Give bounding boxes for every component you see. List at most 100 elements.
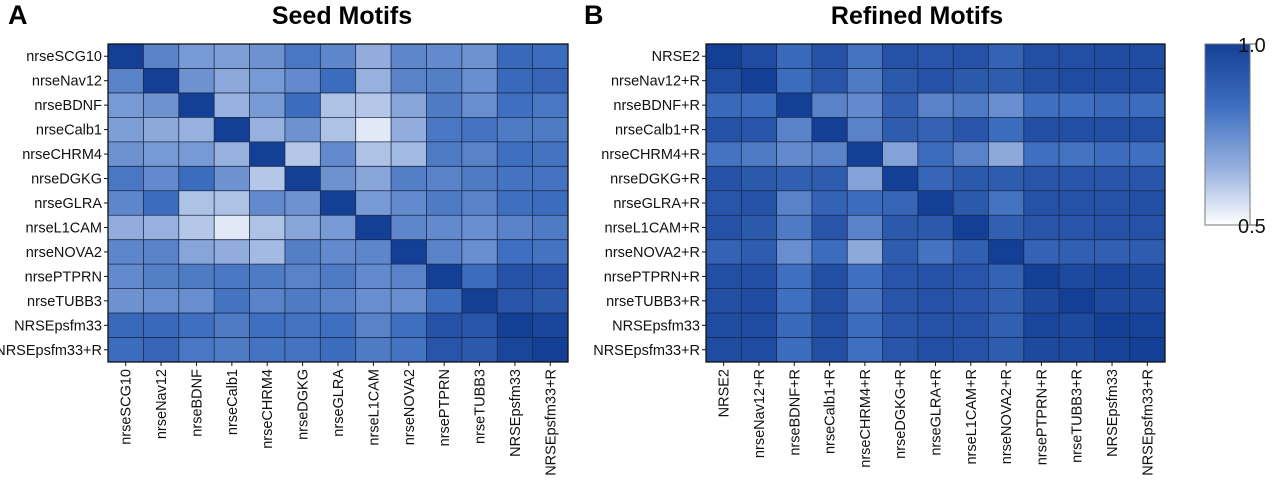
refined-cell-r11-c2 bbox=[776, 313, 813, 338]
seed-cell-r4-c3 bbox=[214, 141, 250, 167]
seed-cell-r9-c8 bbox=[391, 264, 427, 290]
seed-cell-r9-c1 bbox=[143, 264, 180, 290]
refined-cell-r9-c11 bbox=[1094, 264, 1131, 290]
seed-cell-r12-c5 bbox=[284, 337, 321, 363]
refined-cell-r0-c8 bbox=[988, 44, 1025, 69]
seed-cell-r0-c7 bbox=[355, 44, 392, 69]
seed-row-label-nrsepsfm33: NRSEpsfm33 bbox=[14, 318, 102, 334]
refined-cell-r7-c10 bbox=[1059, 215, 1095, 241]
seed-cell-r6-c2 bbox=[178, 190, 215, 216]
seed-cell-r5-c3 bbox=[214, 166, 250, 192]
refined-cell-r8-c4 bbox=[847, 239, 883, 265]
refined-cell-r2-c8 bbox=[988, 92, 1025, 118]
refined-cell-r5-c8 bbox=[988, 166, 1025, 192]
refined-cell-r2-c3 bbox=[811, 92, 848, 118]
seed-cell-r6-c4 bbox=[249, 190, 286, 216]
refined-row-label-nrsepsfm33: NRSEpsfm33 bbox=[612, 318, 700, 334]
seed-cell-r8-c8 bbox=[391, 239, 427, 265]
refined-cell-r10-c3 bbox=[811, 288, 848, 314]
refined-cell-r12-c2 bbox=[776, 337, 813, 363]
refined-cell-r10-c4 bbox=[847, 288, 883, 314]
seed-col-label-nrsechrm4: nrseCHRM4 bbox=[260, 369, 276, 449]
seed-cell-r10-c9 bbox=[426, 288, 463, 314]
seed-row-label-nrsepsfm33-r: NRSEpsfm33+R bbox=[0, 343, 102, 359]
refined-row-label-nrsebdnf-r: nrseBDNF+R bbox=[613, 98, 700, 114]
refined-cell-r7-c8 bbox=[988, 215, 1025, 241]
refined-cell-r8-c3 bbox=[811, 239, 848, 265]
seed-col-label-nrsescg10: nrseSCG10 bbox=[119, 369, 135, 445]
seed-cell-r5-c4 bbox=[249, 166, 286, 192]
refined-cell-r11-c12 bbox=[1129, 313, 1166, 338]
refined-cell-r12-c0 bbox=[706, 337, 742, 363]
refined-col-label-nrsepsfm33: NRSEpsfm33 bbox=[1105, 369, 1121, 457]
refined-cell-r10-c6 bbox=[917, 288, 954, 314]
refined-cell-r6-c11 bbox=[1094, 190, 1131, 216]
seed-cell-r5-c6 bbox=[320, 166, 357, 192]
seed-cell-r11-c2 bbox=[178, 313, 215, 338]
seed-cell-r11-c6 bbox=[320, 313, 357, 338]
seed-row-label-nrsescg10: nrseSCG10 bbox=[26, 49, 102, 65]
seed-cell-r2-c9 bbox=[426, 92, 463, 118]
seed-cell-r2-c6 bbox=[320, 92, 357, 118]
seed-cell-r5-c0 bbox=[108, 166, 144, 192]
seed-cell-r5-c9 bbox=[426, 166, 463, 192]
seed-cell-r7-c1 bbox=[143, 215, 180, 241]
seed-cell-r7-c6 bbox=[320, 215, 357, 241]
refined-cell-r10-c12 bbox=[1129, 288, 1166, 314]
refined-cell-r0-c12 bbox=[1129, 44, 1166, 69]
refined-cell-r12-c1 bbox=[741, 337, 778, 363]
seed-cell-r0-c4 bbox=[249, 44, 286, 69]
refined-cell-r4-c6 bbox=[917, 141, 954, 167]
refined-cell-r9-c12 bbox=[1129, 264, 1166, 290]
seed-cell-r7-c0 bbox=[108, 215, 144, 241]
seed-cell-r11-c11 bbox=[497, 313, 534, 338]
seed-cell-r5-c2 bbox=[178, 166, 215, 192]
refined-cell-r2-c11 bbox=[1094, 92, 1131, 118]
seed-cell-r2-c11 bbox=[497, 92, 534, 118]
seed-cell-r0-c11 bbox=[497, 44, 534, 69]
seed-cell-r7-c12 bbox=[532, 215, 569, 241]
refined-cell-r11-c6 bbox=[917, 313, 954, 338]
refined-cell-r8-c9 bbox=[1023, 239, 1060, 265]
seed-cell-r2-c3 bbox=[214, 92, 250, 118]
seed-cell-r1-c9 bbox=[426, 68, 463, 94]
seed-cell-r2-c10 bbox=[461, 92, 498, 118]
seed-cell-r1-c2 bbox=[178, 68, 215, 94]
seed-cell-r6-c3 bbox=[214, 190, 250, 216]
refined-cell-r6-c6 bbox=[917, 190, 954, 216]
seed-cell-r7-c11 bbox=[497, 215, 534, 241]
seed-cell-r4-c9 bbox=[426, 141, 463, 167]
seed-cell-r1-c1 bbox=[143, 68, 180, 94]
seed-cell-r0-c6 bbox=[320, 44, 357, 69]
refined-cell-r5-c5 bbox=[882, 166, 919, 192]
seed-cell-r11-c9 bbox=[426, 313, 463, 338]
panel-b-title: Refined Motifs bbox=[831, 2, 1003, 30]
refined-cell-r9-c3 bbox=[811, 264, 848, 290]
refined-cell-r6-c3 bbox=[811, 190, 848, 216]
refined-cell-r9-c9 bbox=[1023, 264, 1060, 290]
seed-cell-r7-c9 bbox=[426, 215, 463, 241]
refined-cell-r2-c1 bbox=[741, 92, 778, 118]
seed-cell-r5-c1 bbox=[143, 166, 180, 192]
seed-cell-r3-c3 bbox=[214, 117, 250, 143]
seed-cell-r3-c2 bbox=[178, 117, 215, 143]
refined-cell-r7-c3 bbox=[811, 215, 848, 241]
refined-cell-r4-c2 bbox=[776, 141, 813, 167]
refined-cell-r0-c0 bbox=[706, 44, 742, 69]
refined-cell-r8-c5 bbox=[882, 239, 919, 265]
seed-cell-r7-c7 bbox=[355, 215, 392, 241]
seed-cell-r4-c11 bbox=[497, 141, 534, 167]
heatmap-seed-motifs: nrseSCG10nrseNav12nrseBDNFnrseCalb1nrseC… bbox=[0, 43, 569, 476]
seed-cell-r3-c6 bbox=[320, 117, 357, 143]
seed-cell-r11-c4 bbox=[249, 313, 286, 338]
refined-cell-r9-c10 bbox=[1059, 264, 1095, 290]
refined-cell-r4-c12 bbox=[1129, 141, 1166, 167]
refined-row-label-nrsetubb3-r: nrseTUBB3+R bbox=[606, 294, 700, 310]
refined-cell-r7-c6 bbox=[917, 215, 954, 241]
refined-col-label-nrsenav12-r: nrseNav12+R bbox=[752, 369, 768, 458]
refined-row-label-nrsenav12-r: nrseNav12+R bbox=[611, 74, 700, 90]
seed-cell-r3-c12 bbox=[532, 117, 569, 143]
refined-cell-r1-c11 bbox=[1094, 68, 1131, 94]
seed-cell-r8-c11 bbox=[497, 239, 534, 265]
